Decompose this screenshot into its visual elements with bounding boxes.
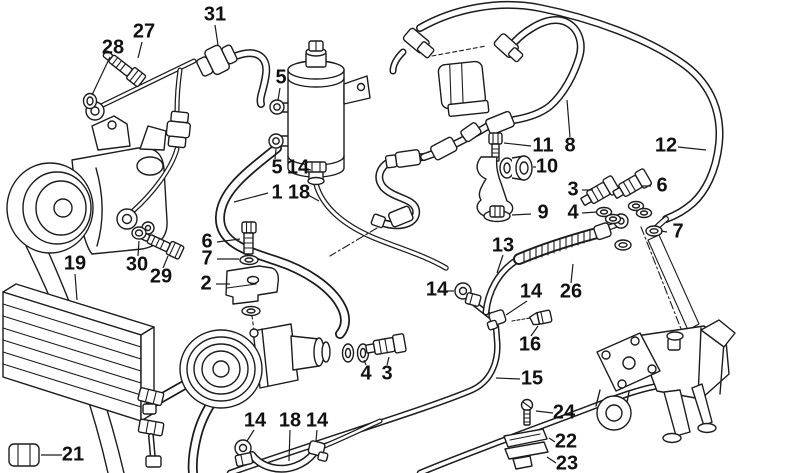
fluid-reservoir <box>268 40 371 186</box>
pipe-junction-fittings <box>454 213 629 331</box>
hose-couplings <box>370 27 524 229</box>
hex-nut-21 <box>8 443 40 467</box>
pump-port-washers-4 <box>341 343 370 363</box>
leader-lines <box>41 24 707 464</box>
hollow-bolt-27 <box>102 50 147 88</box>
holder-bracket-9 <box>476 156 514 223</box>
corrugation-ticks <box>523 228 591 264</box>
rubber-bushing-10 <box>499 155 533 181</box>
pump-union-fitting-3 <box>365 333 407 356</box>
o-ring-30 <box>131 226 147 240</box>
steering-gear-box <box>595 319 736 444</box>
hose-mount-block <box>437 60 490 118</box>
cooler-unions <box>137 387 165 468</box>
bracket-2-assembly <box>225 221 280 317</box>
seal-ring-28 <box>82 92 98 110</box>
gear-union-fittings <box>580 168 663 251</box>
bottom-hose-fittings <box>234 439 329 467</box>
hoses-and-pipes <box>98 0 724 473</box>
power-steering-pump <box>179 323 331 409</box>
assembly-guide-lines <box>251 45 700 335</box>
oil-cooler <box>2 283 155 422</box>
power-steering-pump-front <box>6 115 168 255</box>
pipe-clamp-assembly <box>503 398 549 470</box>
